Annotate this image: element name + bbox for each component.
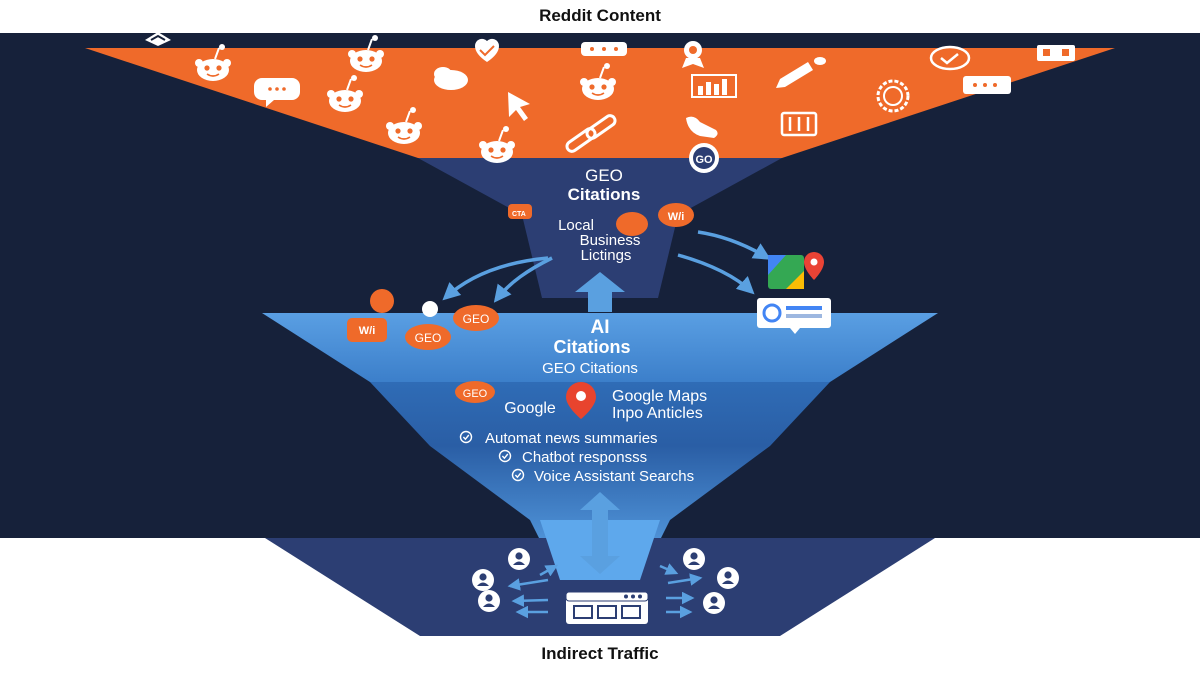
user-icon xyxy=(472,569,494,591)
user-icon xyxy=(478,590,500,612)
store-icon xyxy=(1037,45,1075,61)
ai-heading-line2: Citations xyxy=(553,337,630,357)
reddit-badge-icon xyxy=(370,289,394,313)
flow-arrow-right-lower xyxy=(677,253,755,295)
double-arrow-icon xyxy=(580,492,620,574)
link-icon xyxy=(565,114,617,153)
diagram-title-reddit-content: Reddit Content xyxy=(539,6,661,25)
geo-badge-icon xyxy=(455,381,495,403)
lower-maps-line1: Google Maps xyxy=(612,388,707,405)
handshake-icon xyxy=(686,116,718,138)
pencil-icon xyxy=(776,57,826,88)
map-pin-icon xyxy=(566,382,596,419)
indirect-traffic-funnel xyxy=(265,538,935,636)
ticket-icon xyxy=(581,42,627,56)
left-badges xyxy=(347,289,499,350)
wi-badge-icon xyxy=(347,318,387,342)
bar-chart-icon xyxy=(691,74,737,98)
reddit-badge-icon xyxy=(616,212,648,236)
google-maps-icon xyxy=(768,252,824,289)
diagram-title-indirect-traffic: Indirect Traffic xyxy=(541,644,659,663)
go-badge-icon xyxy=(689,143,719,173)
wi-badge-icon xyxy=(658,203,694,227)
lower-google-label: Google xyxy=(504,400,556,417)
award-ribbon-icon xyxy=(682,41,704,68)
cloud-chat-icon xyxy=(434,67,468,90)
geo-badge-icon xyxy=(453,305,499,331)
check-item-voice: Voice Assistant Searchs xyxy=(534,468,694,485)
cursor-arrow-icon xyxy=(508,92,530,121)
geo-sub-line3: Lictings xyxy=(581,247,632,264)
heart-check-icon xyxy=(474,38,500,62)
geo-sub-line2: Business xyxy=(580,232,641,249)
check-item-news: Automat news summaries xyxy=(485,430,658,447)
user-icon xyxy=(508,548,530,570)
reddit-content-icons xyxy=(145,32,1075,173)
ai-subtitle: GEO Citations xyxy=(542,360,638,377)
traffic-arrows xyxy=(507,563,703,619)
check-item-chatbot: Chatbot responsss xyxy=(522,449,647,466)
geo-badge-icon xyxy=(405,324,451,350)
flow-arrow-left-inner xyxy=(493,256,553,303)
geo-heading-line1: GEO xyxy=(585,166,623,185)
geo-citations-funnel xyxy=(418,158,782,298)
geo-sub-line1: Local xyxy=(558,217,594,234)
wi-badge-label: W/i xyxy=(359,325,376,337)
browser-window-icon xyxy=(565,591,649,624)
comment-bubble-icon xyxy=(254,78,300,107)
chevron-up-icon xyxy=(145,32,171,46)
ai-heading-line1: AI xyxy=(591,317,610,338)
clock-check-icon xyxy=(929,45,971,71)
geo-gear-icon xyxy=(876,79,910,113)
flow-arrow-right-upper xyxy=(697,230,772,260)
geo-badge-label: GEO xyxy=(463,312,490,326)
user-icon xyxy=(717,567,739,589)
dot-icon xyxy=(422,301,438,317)
geo-badge-label: GEO xyxy=(415,331,442,345)
user-icon xyxy=(703,592,725,614)
google-doc-icon xyxy=(757,298,831,334)
reddit-content-funnel xyxy=(85,48,1115,158)
go-badge-label: GO xyxy=(695,154,713,166)
bank-icon xyxy=(780,111,818,137)
up-arrow-icon xyxy=(575,272,625,312)
cta-badge-icon xyxy=(508,204,532,219)
cta-badge-label: CTA xyxy=(512,211,526,218)
user-icon xyxy=(683,548,705,570)
wi-badge-label: W/i xyxy=(668,211,685,223)
flow-arrow-left-outer xyxy=(442,256,549,301)
lower-maps-line2: Inpo Anticles xyxy=(612,405,703,422)
chat-dots-icon xyxy=(963,76,1011,94)
lower-geo-badge-label: GEO xyxy=(463,388,488,400)
geo-heading-line2: Citations xyxy=(568,185,641,204)
